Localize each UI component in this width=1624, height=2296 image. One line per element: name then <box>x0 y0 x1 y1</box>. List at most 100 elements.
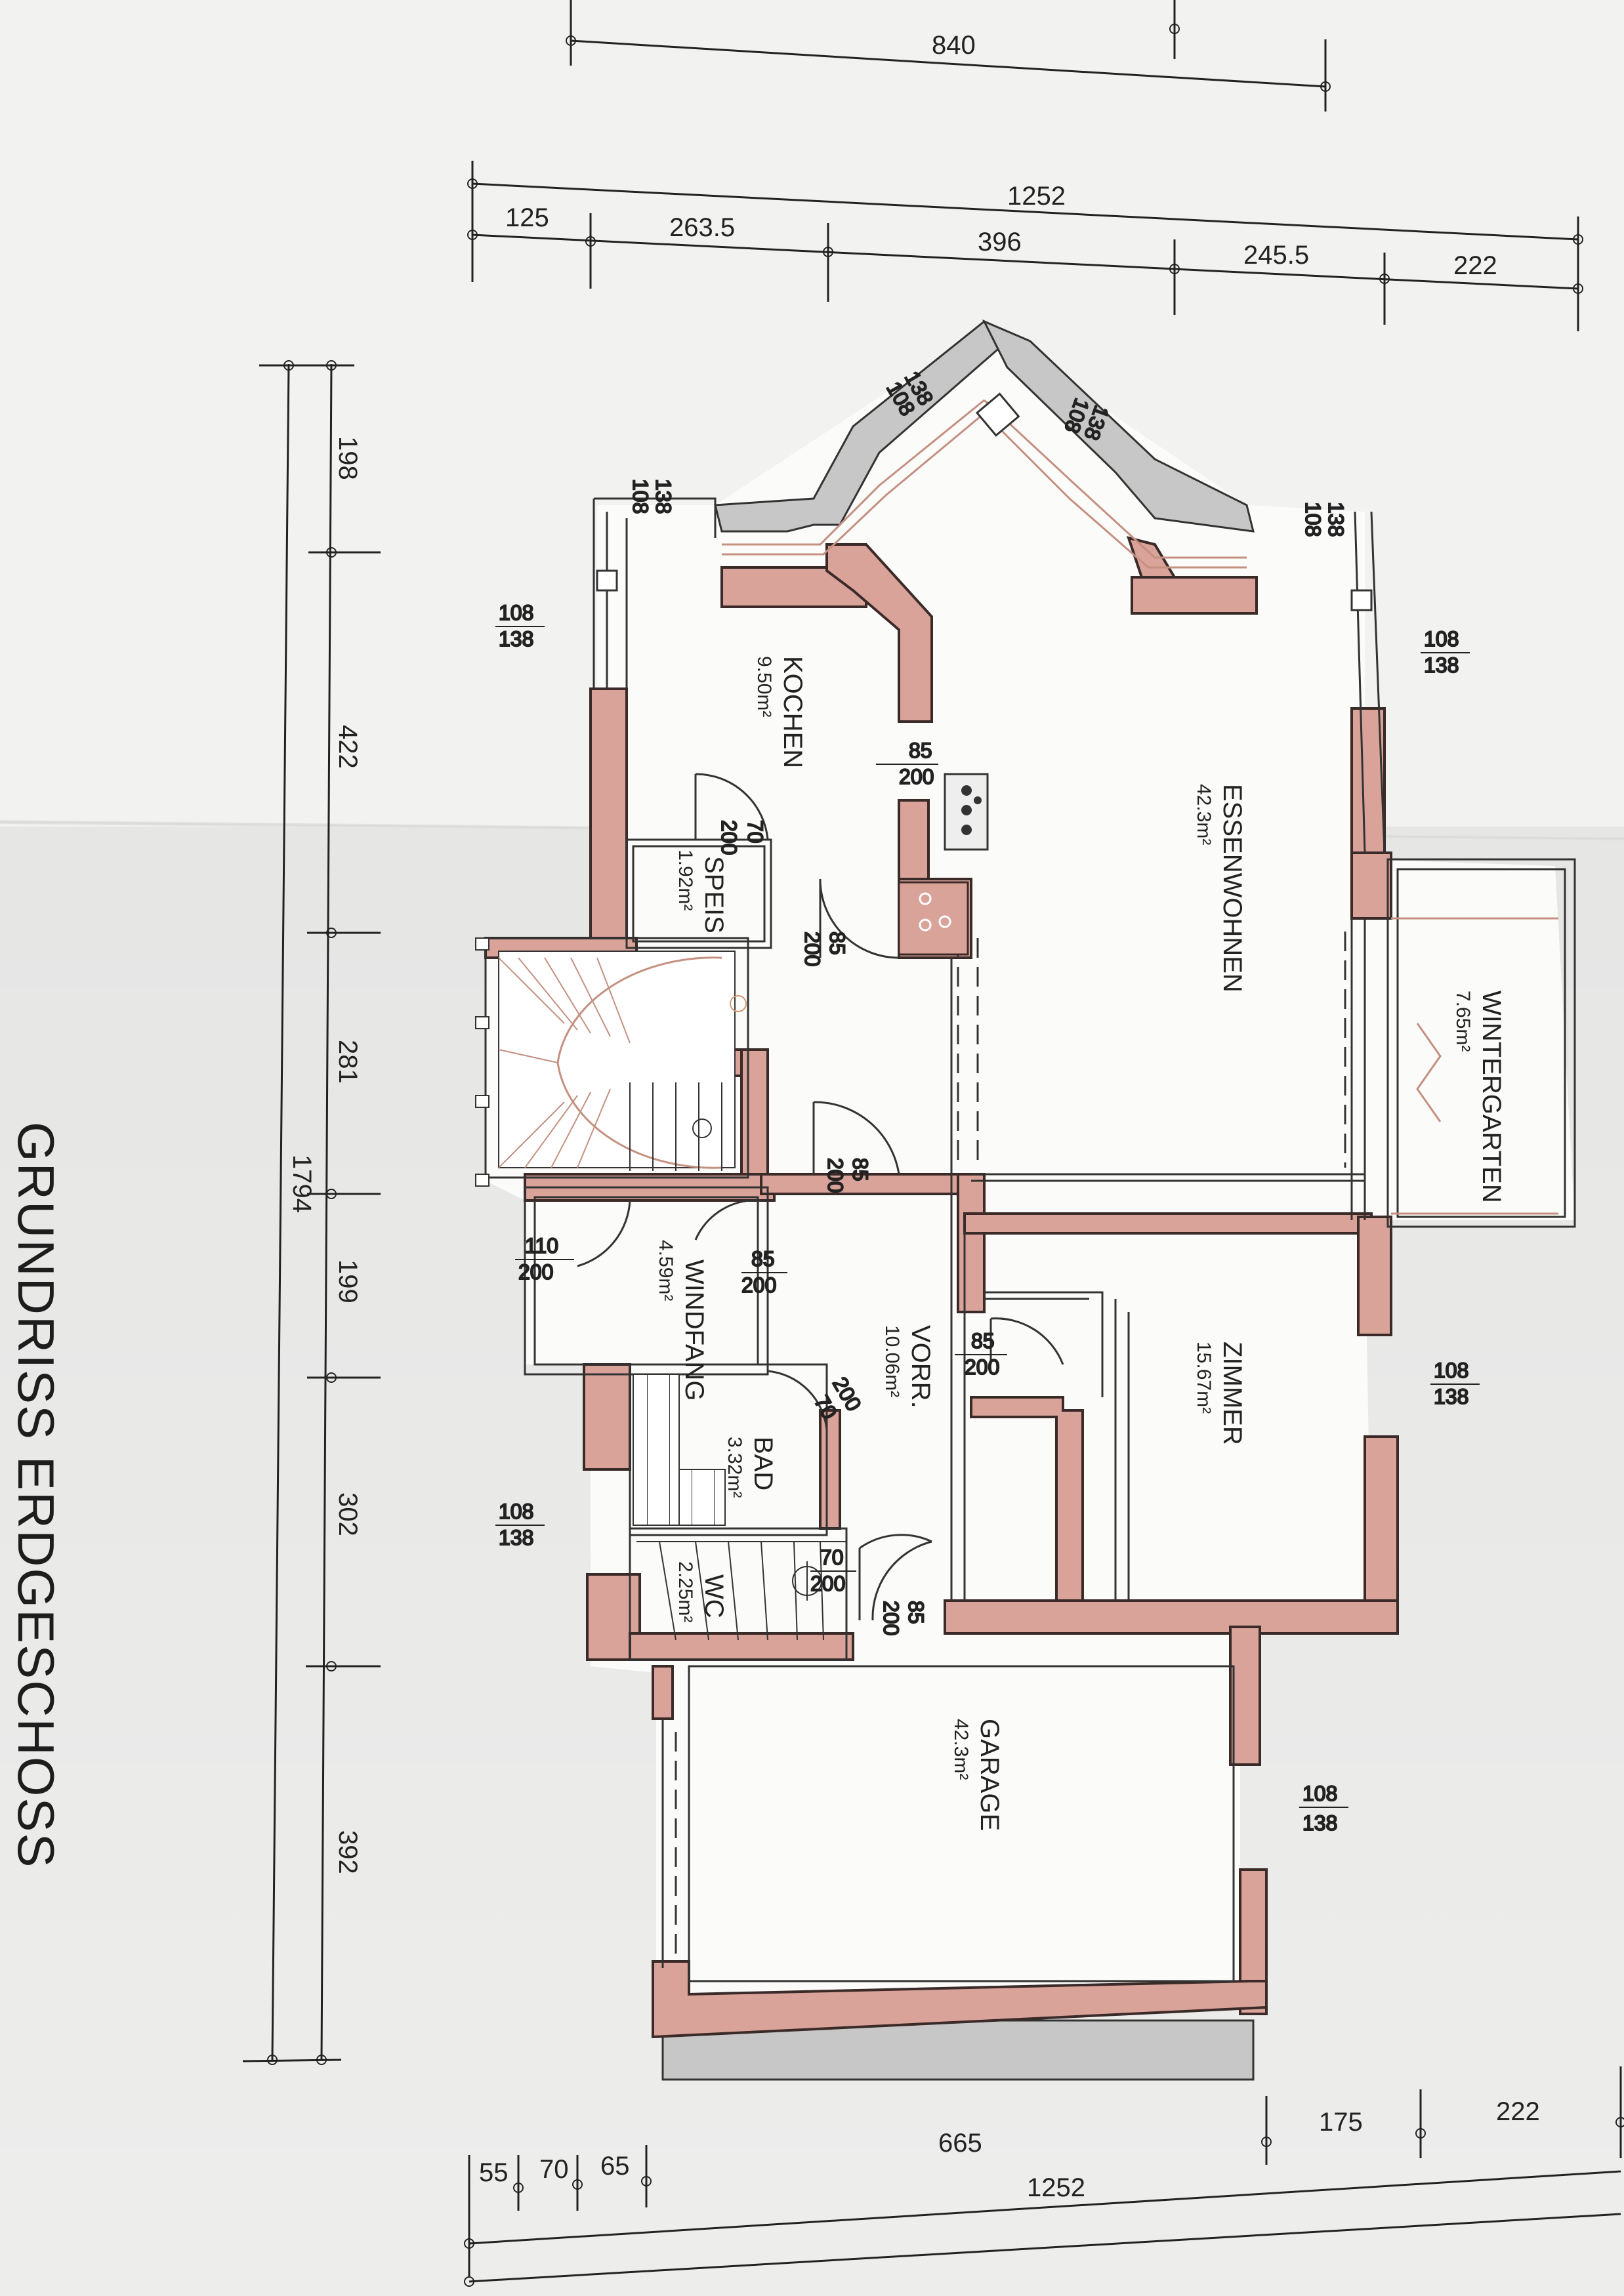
window-c-width: 108 <box>1434 1359 1468 1382</box>
window-g-height: 138 <box>1324 502 1348 537</box>
dim-left-seg-5: 302 <box>333 1492 362 1536</box>
window-f: 108 138 <box>628 478 676 514</box>
dim-left-seg-1: 198 <box>333 436 362 480</box>
wall-kitchen-left <box>589 687 628 959</box>
door-living: 85 200 <box>800 931 850 967</box>
door-windfang-height: 200 <box>741 1273 776 1297</box>
room-kochen-area: 9.50m² <box>753 656 775 717</box>
door-stair: 85 200 <box>823 1157 873 1193</box>
window-a-width: 108 <box>499 601 533 625</box>
door-entry: 110 200 <box>515 1233 574 1284</box>
door-stair-height: 200 <box>823 1158 847 1193</box>
dim-left-seg-6: 392 <box>333 1830 362 1874</box>
window-c-height: 138 <box>1434 1385 1468 1408</box>
stairs-upper <box>475 937 747 1187</box>
room-windfang-area: 4.59m² <box>655 1240 677 1301</box>
window-b-height: 138 <box>1424 653 1459 677</box>
room-wc-name: WC <box>699 1574 728 1618</box>
room-wintergarten: WINTERGARTEN 7.65m² <box>1452 991 1506 1203</box>
room-wc-area: 2.25m² <box>675 1561 696 1622</box>
room-vorr-area: 10.06m² <box>881 1325 903 1397</box>
dim-bottom-seg-3: 65 <box>600 2152 630 2181</box>
window-f-height: 138 <box>652 479 675 514</box>
dim-top-seg-5: 222 <box>1453 251 1497 280</box>
wall-garage-top <box>944 1599 1399 1635</box>
door-living-width: 85 <box>825 932 849 955</box>
window-f-width: 108 <box>629 479 652 514</box>
door-garage: 85 200 <box>879 1600 928 1636</box>
wall-zimmer-right-upper <box>1357 1216 1392 1336</box>
room-bad-name: BAD <box>749 1437 778 1490</box>
room-garage: GARAGE 42.3m² <box>950 1719 1004 1831</box>
sink-block <box>898 881 969 956</box>
room-vorr-name: VORR. <box>906 1325 935 1408</box>
dim-bottom-seg-2: 70 <box>539 2155 569 2184</box>
wall-wc-bottom <box>629 1632 854 1661</box>
stove-top <box>944 773 989 851</box>
dim-bottom-seg-5: 175 <box>1319 2108 1363 2137</box>
wall-vorr-right <box>957 1173 986 1313</box>
window-e: 108 138 <box>1299 1781 1348 1835</box>
wall-kitchen-diag <box>825 543 933 723</box>
door-garage-width: 85 <box>904 1601 928 1624</box>
walls <box>484 536 1399 2039</box>
room-zimmer-name: ZIMMER <box>1218 1342 1247 1445</box>
left-dimension-labels: 198 422 281 199 302 392 1794 <box>287 436 362 1874</box>
room-bad-area: 3.32m² <box>724 1437 745 1498</box>
bay-window <box>722 399 1247 569</box>
wall-zimmer-top <box>963 1212 1373 1235</box>
room-kochen: KOCHEN 9.50m² <box>753 656 807 768</box>
window-c: 108 138 <box>1430 1358 1480 1409</box>
wintergarten-structure <box>1386 858 1576 1228</box>
dim-bottom-overall: 1252 <box>1027 2173 1085 2202</box>
window-d: 108 138 <box>495 1499 545 1550</box>
room-essenwohnen-area: 42.3m² <box>1193 784 1215 845</box>
door-kitchen-height: 200 <box>899 765 934 789</box>
wall-windfang-bottom <box>583 1363 631 1471</box>
door-wc: 70 200 <box>810 1545 856 1596</box>
door-speis: 70 200 <box>717 819 768 855</box>
door-kitchen: 85 200 <box>876 738 938 789</box>
door-zimmer-width: 85 <box>971 1329 995 1353</box>
door-windfang-width: 85 <box>751 1247 775 1271</box>
dim-left-seg-2: 422 <box>333 725 362 769</box>
window-a-height: 138 <box>499 627 533 651</box>
dim-top-seg-1: 125 <box>505 203 549 232</box>
wall-stair-right <box>740 1048 769 1176</box>
room-speis-area: 1.92m² <box>675 850 696 911</box>
door-stair-width: 85 <box>848 1158 872 1181</box>
wall-garage-left-top <box>652 1665 674 1720</box>
room-garage-name: GARAGE <box>975 1719 1004 1831</box>
dimension-ticks <box>267 24 1624 2287</box>
door-speis-width: 70 <box>743 820 767 844</box>
dimension-lines <box>242 0 1622 2283</box>
room-zimmer: ZIMMER 15.67m² <box>1193 1342 1247 1445</box>
window-i: 108 138 <box>1059 395 1114 444</box>
bay-columns <box>596 392 1373 611</box>
dim-bottom-seg-1: 55 <box>479 2158 509 2187</box>
window-b: 108 138 <box>1421 626 1470 678</box>
room-essenwohnen: ESSENWOHNEN 42.3m² <box>1193 784 1247 993</box>
door-swings <box>577 773 1064 1621</box>
window-d-width: 108 <box>499 1500 533 1523</box>
room-speis-name: SPEIS <box>699 856 728 933</box>
room-vorr: VORR. 10.06m² <box>881 1325 935 1408</box>
thin-walls <box>484 497 1386 1982</box>
dim-top-seg-2: 263.5 <box>669 213 735 242</box>
room-wintergarten-area: 7.65m² <box>1452 991 1474 1052</box>
dim-left-seg-3: 281 <box>333 1040 362 1084</box>
window-d-height: 138 <box>499 1526 533 1549</box>
dim-top-outer: 840 <box>932 31 976 60</box>
room-bad: BAD 3.32m² <box>724 1437 778 1498</box>
wall-winter-joint <box>1350 851 1392 920</box>
door-windfang: 85 200 <box>741 1246 787 1298</box>
room-essenwohnen-name: ESSENWOHNEN <box>1218 784 1247 993</box>
room-speis: SPEIS 1.92m² <box>675 850 728 933</box>
plan-title: GRUNDRISS ERDGESCHOSS <box>7 1122 65 1869</box>
room-windfang-name: WINDFANG <box>680 1260 709 1401</box>
dim-left-seg-4: 199 <box>333 1260 362 1303</box>
room-labels: KOCHEN 9.50m² SPEIS 1.92m² ESSENWOHNEN 4… <box>655 656 1506 1831</box>
room-garage-area: 42.3m² <box>950 1719 972 1780</box>
door-wc-width: 70 <box>820 1546 844 1569</box>
